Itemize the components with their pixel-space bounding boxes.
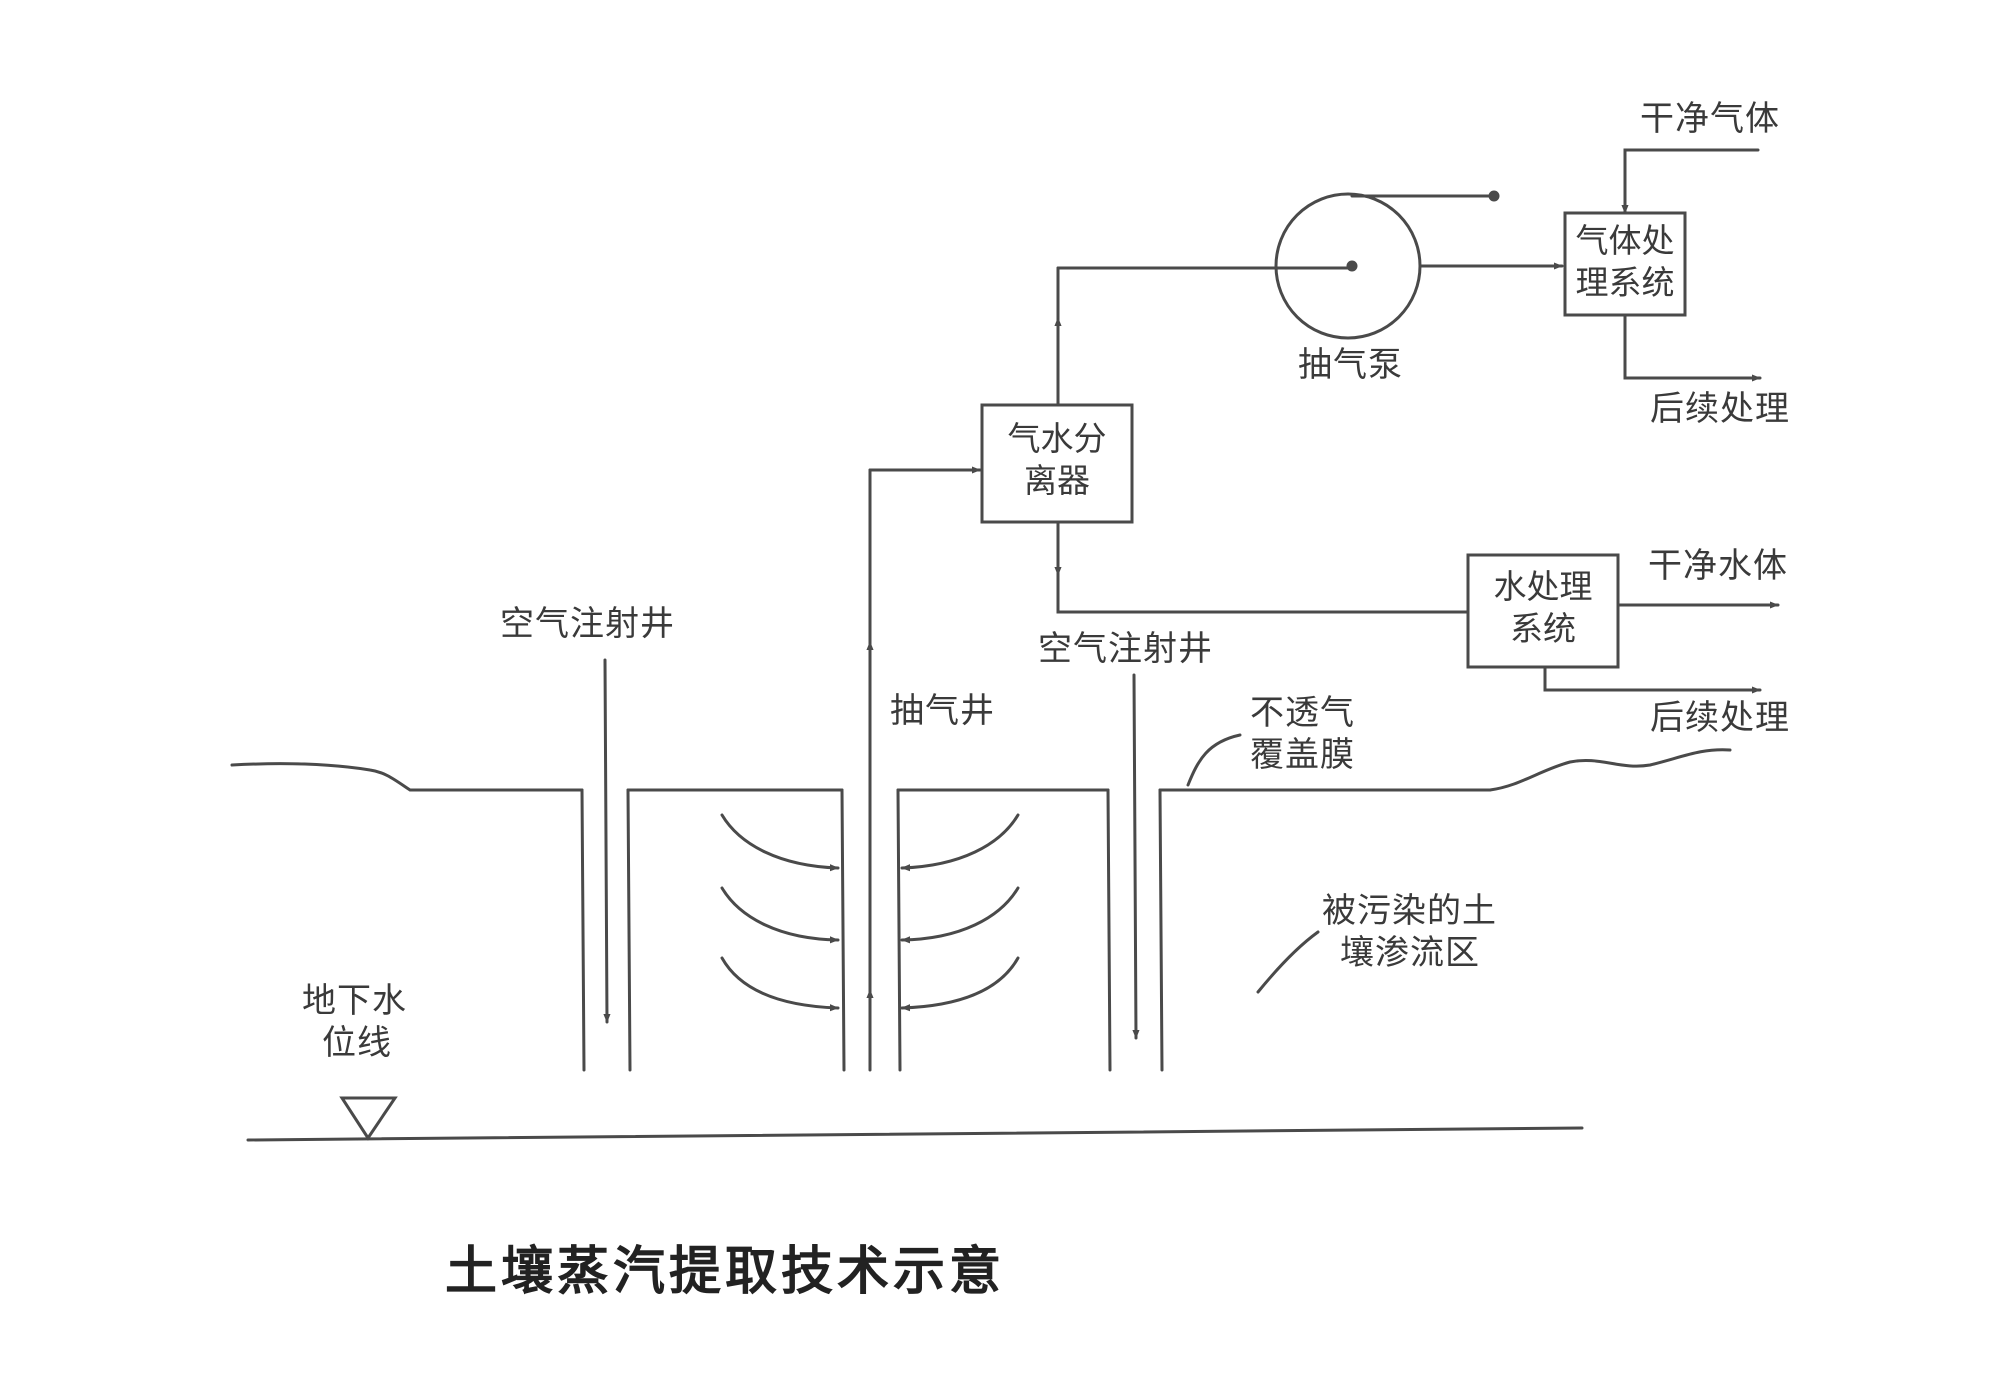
right-injection-pipe: [1132, 673, 1140, 1040]
membrane-leader: [1186, 733, 1242, 787]
clean-gas-pipe: [1621, 148, 1760, 215]
left-injection-well-wall-right: [626, 788, 632, 1072]
diagram-title: 土壤蒸汽提取技术示意: [445, 1241, 1006, 1302]
extraction-well-wall-right: [896, 788, 902, 1072]
membrane-label-1: 不透气: [1250, 693, 1355, 733]
air-injection-right-label: 空气注射井: [1038, 629, 1213, 669]
ground-surface-left: [230, 762, 584, 792]
membrane-label-2: 覆盖膜: [1250, 735, 1355, 775]
airflow-left-2: [720, 886, 840, 944]
airflow-right-2: [900, 886, 1020, 944]
airflow-left-1: [720, 813, 840, 872]
clean-water-label: 干净水体: [1648, 546, 1788, 586]
air-injection-left-label: 空气注射井: [500, 604, 675, 644]
ground-surface-right: [1488, 748, 1732, 792]
water-post-pipe: [1543, 665, 1762, 694]
water-post-treatment-label: 后续处理: [1650, 698, 1790, 738]
water-treatment-label-1: 水处理: [1493, 567, 1593, 606]
separator-label-1: 气水分: [1007, 419, 1107, 458]
airflow-left-3: [720, 956, 840, 1012]
extraction-well-wall-left: [840, 788, 846, 1072]
pump-outlet-end: [1488, 190, 1500, 202]
groundwater-label-2: 位线: [322, 1023, 392, 1063]
groundwater-symbol: [339, 1096, 398, 1141]
airflow-right-3: [900, 956, 1020, 1012]
pump-label: 抽气泵: [1298, 345, 1403, 385]
gas-treatment-label-1: 气体处: [1575, 221, 1675, 260]
left-injection-well-wall-left: [580, 788, 586, 1072]
groundwater-label-1: 地下水: [302, 981, 407, 1021]
gas-treatment-label-2: 理系统: [1575, 263, 1675, 302]
pipe-to-water-treatment: [1056, 558, 1470, 614]
left-injection-pipe: [603, 658, 611, 1024]
pump-center: [1346, 260, 1358, 272]
airflow-right-1: [900, 813, 1020, 872]
gas-post-treatment-label: 后续处理: [1650, 389, 1790, 429]
groundwater-line: [246, 1126, 1584, 1142]
clean-gas-label: 干净气体: [1640, 99, 1780, 139]
right-injection-well-wall-left: [1106, 788, 1112, 1072]
extraction-well-label: 抽气井: [890, 691, 995, 731]
water-treatment-label-2: 系统: [1510, 609, 1576, 648]
contaminated-leader: [1256, 930, 1320, 994]
contaminated-zone-label-2: 壤渗流区: [1340, 933, 1480, 973]
contaminated-zone-label-1: 被污染的土: [1322, 891, 1497, 931]
water-treatment-box: [1466, 553, 1620, 669]
right-injection-well-wall-right: [1158, 788, 1164, 1072]
gas-post-pipe: [1623, 313, 1762, 382]
separator-label-2: 离器: [1024, 461, 1090, 500]
